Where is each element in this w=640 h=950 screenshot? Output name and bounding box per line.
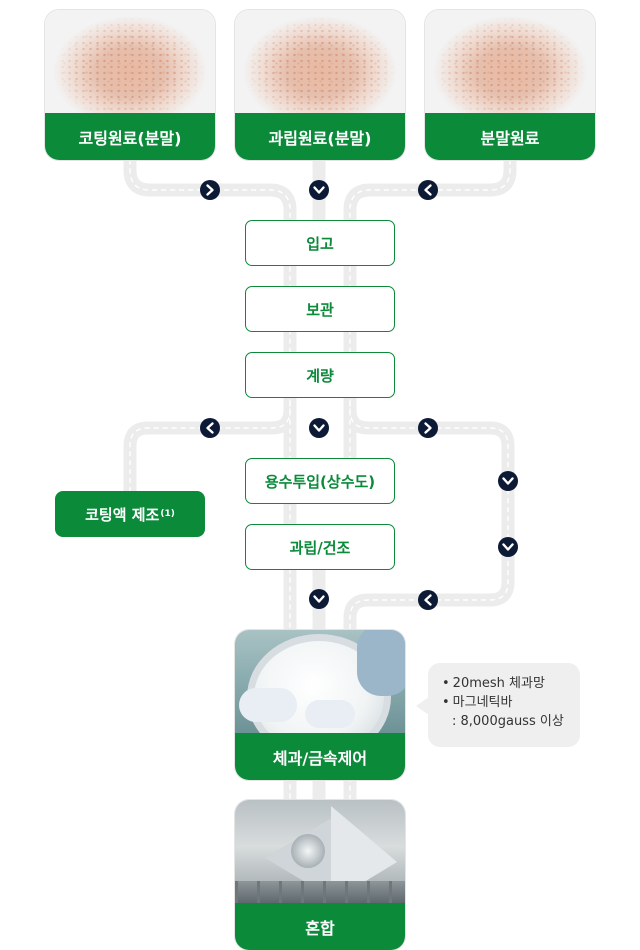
footnote-marker: (1) bbox=[160, 509, 175, 519]
powder-photo bbox=[235, 10, 405, 113]
step-storage: 보관 bbox=[245, 286, 395, 332]
arrow-down-icon bbox=[307, 587, 331, 611]
note-line-mesh: 20mesh 체과망 bbox=[442, 674, 572, 693]
raw-material-label: 분말원료 bbox=[425, 113, 595, 160]
step-mixing-card: 혼합 bbox=[235, 800, 405, 950]
raw-material-card-powder: 분말원료 bbox=[425, 10, 595, 160]
arrow-right-icon bbox=[416, 416, 440, 440]
arrow-down-icon bbox=[307, 178, 331, 202]
sieving-note: 20mesh 체과망 마그네틱바 : 8,000gauss 이상 bbox=[416, 663, 580, 747]
step-weighing: 계량 bbox=[245, 352, 395, 398]
step-sieving: 체과/금속제어 bbox=[235, 733, 405, 780]
raw-material-card-coating: 코팅원료(분말) bbox=[45, 10, 215, 160]
step-sieving-card: 체과/금속제어 bbox=[235, 630, 405, 780]
powder-photo bbox=[45, 10, 215, 113]
arrow-right-icon bbox=[198, 178, 222, 202]
raw-material-card-granule: 과립원료(분말) bbox=[235, 10, 405, 160]
raw-material-label: 코팅원료(분말) bbox=[45, 113, 215, 160]
arrow-left-icon bbox=[416, 178, 440, 202]
step-mixing: 혼합 bbox=[235, 903, 405, 950]
arrow-down-icon bbox=[307, 416, 331, 440]
arrow-left-icon bbox=[416, 588, 440, 612]
step-water-input: 용수투입(상수도) bbox=[245, 458, 395, 504]
note-line-gauss: : 8,000gauss 이상 bbox=[452, 714, 564, 729]
mixer-photo bbox=[235, 800, 405, 903]
coating-prep-label: 코팅액 제조 bbox=[85, 505, 160, 524]
arrow-left-icon bbox=[198, 416, 222, 440]
step-receiving: 입고 bbox=[245, 220, 395, 266]
arrow-down-icon bbox=[496, 535, 520, 559]
note-line-magnet: 마그네틱바 bbox=[442, 693, 572, 712]
raw-material-label: 과립원료(분말) bbox=[235, 113, 405, 160]
powder-photo bbox=[425, 10, 595, 113]
step-coating-prep: 코팅액 제조(1) bbox=[55, 491, 205, 537]
step-granulation-drying: 과립/건조 bbox=[245, 524, 395, 570]
arrow-down-icon bbox=[496, 469, 520, 493]
sieving-photo bbox=[235, 630, 405, 733]
